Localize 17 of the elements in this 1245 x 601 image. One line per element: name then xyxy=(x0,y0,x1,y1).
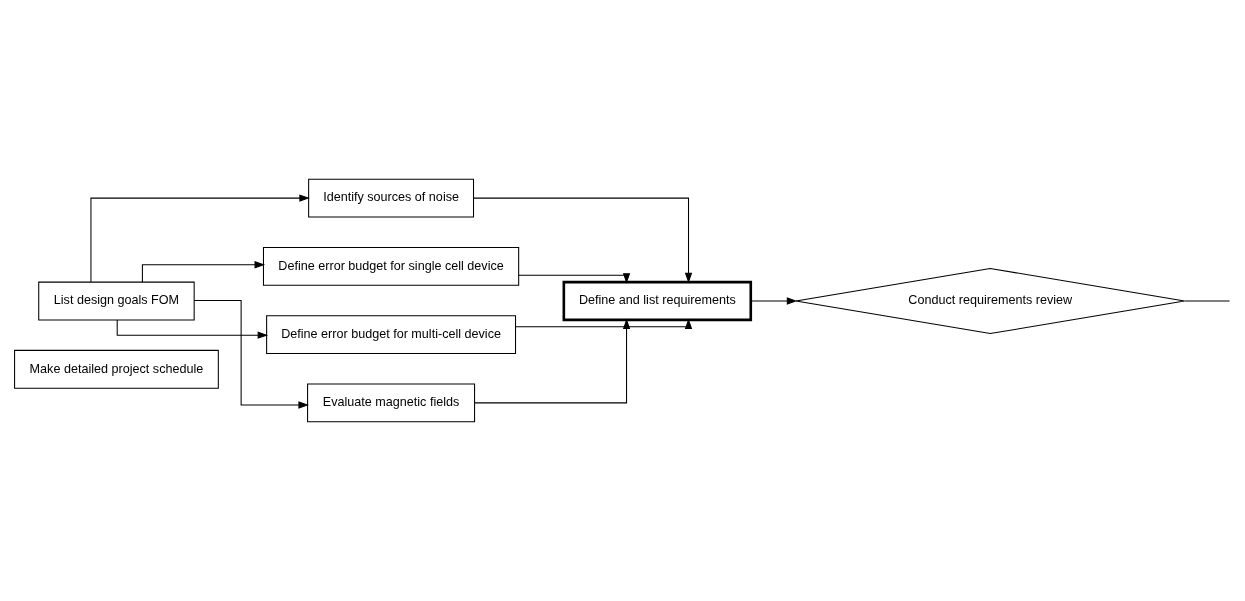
connector xyxy=(1184,300,1231,302)
node-box: Evaluate magnetic fields xyxy=(307,383,476,423)
arrow xyxy=(474,318,631,404)
node-box: Define error budget for multi-cell device xyxy=(266,315,517,355)
arrow xyxy=(193,299,309,409)
arrow xyxy=(473,197,693,284)
node-box: Make detailed project schedule xyxy=(14,349,219,389)
node-box: Define and list requirements xyxy=(562,280,753,322)
node-diamond: Conduct requirements review xyxy=(795,267,1186,335)
node-box: List design goals FOM xyxy=(38,281,195,321)
arrow xyxy=(515,318,693,329)
arrow xyxy=(750,297,798,305)
arrow xyxy=(90,194,310,283)
arrow xyxy=(518,273,631,284)
node-box: Define error budget for single cell device xyxy=(262,246,520,286)
arrow xyxy=(141,261,266,283)
node-box: Identify sources of noise xyxy=(308,178,475,218)
